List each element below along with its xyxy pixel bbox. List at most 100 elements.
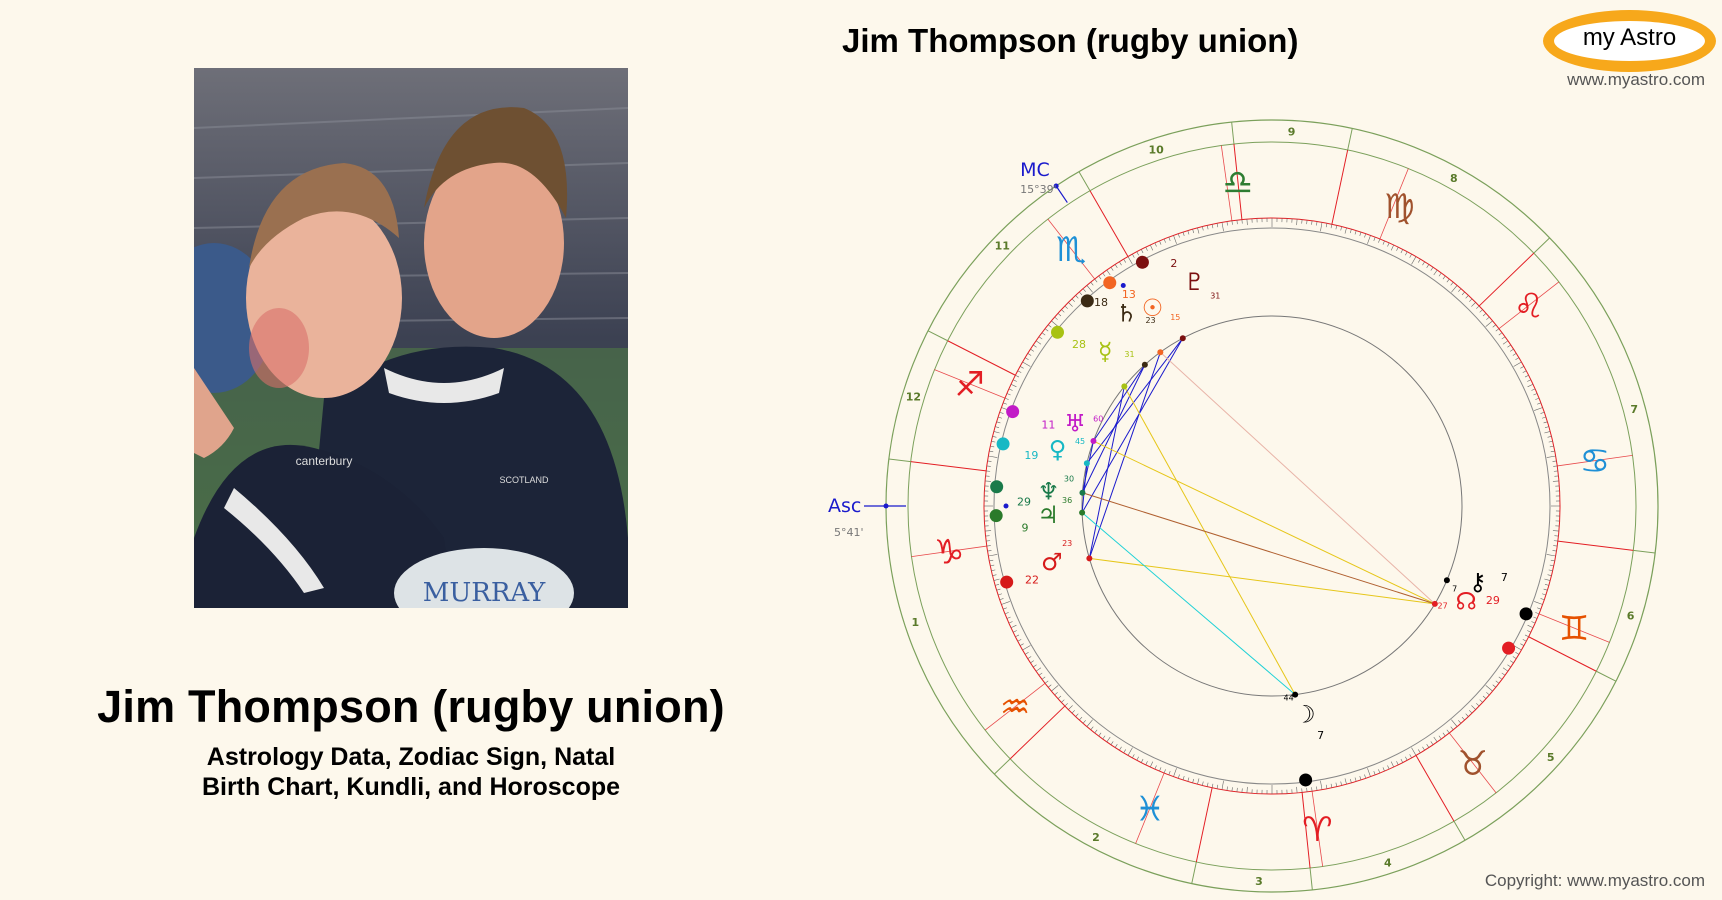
degree-tick	[1409, 754, 1412, 759]
degree-tick	[1471, 302, 1476, 307]
degree-tick	[1552, 460, 1557, 462]
degree-tick	[1206, 225, 1209, 230]
degree-tick	[1140, 758, 1144, 763]
sun-aspect-point	[1157, 349, 1164, 356]
degree-tick	[1482, 695, 1487, 699]
degree-tick	[1022, 645, 1031, 651]
degree-tick	[999, 411, 1004, 414]
degree-tick	[990, 564, 995, 567]
degree-tick	[1197, 227, 1200, 234]
degree-tick	[1507, 344, 1511, 348]
degree-tick	[989, 450, 994, 453]
sun-degree: 13	[1122, 288, 1136, 301]
degree-tick	[1173, 768, 1177, 777]
degree-tick	[993, 431, 1000, 434]
degree-tick	[1418, 749, 1421, 754]
degree-tick	[1438, 735, 1442, 740]
degree-tick	[1038, 336, 1043, 340]
degree-tick	[1027, 353, 1032, 356]
house-cusp-line-outer	[888, 458, 911, 463]
degree-tick	[990, 445, 995, 448]
moon-degree: 7	[1317, 729, 1324, 742]
house-cusp-line	[1557, 540, 1634, 551]
degree-tick	[1546, 554, 1556, 557]
degree-tick	[1086, 285, 1093, 293]
house-cusp-line-outer	[1453, 820, 1466, 841]
aspect-line	[1081, 337, 1184, 513]
aspect-line	[1086, 337, 1184, 464]
degree-tick	[1522, 370, 1527, 373]
degree-tick	[1079, 716, 1083, 721]
degree-tick	[1482, 313, 1487, 317]
mars-degree: 22	[1025, 573, 1039, 586]
north-node-icon: ☊	[1455, 588, 1476, 616]
degree-tick	[999, 598, 1004, 601]
degree-tick	[1527, 630, 1531, 633]
degree-tick	[1422, 746, 1425, 751]
degree-tick	[1548, 440, 1553, 443]
sun-icon: ☉	[1142, 294, 1164, 322]
site-url[interactable]: www.myastro.com	[1567, 70, 1705, 89]
degree-tick	[1495, 680, 1500, 684]
degree-tick	[1498, 332, 1503, 336]
degree-tick	[1512, 656, 1517, 659]
mercury-aspect-point	[1121, 383, 1128, 390]
cancer-sign-icon: ♋	[1580, 442, 1610, 482]
aspect-line	[1089, 557, 1435, 605]
aspect-line	[1081, 440, 1094, 493]
degree-tick	[1535, 612, 1540, 615]
degree-tick	[1373, 771, 1376, 775]
degree-tick	[1216, 784, 1219, 789]
moon-icon: ☽	[1294, 700, 1316, 728]
house-number-10: 10	[1148, 143, 1164, 156]
degree-tick	[1008, 621, 1013, 624]
degree-tick	[1373, 237, 1376, 241]
degree-tick	[1123, 749, 1126, 754]
degree-tick	[1513, 645, 1522, 651]
degree-tick	[993, 578, 1000, 581]
degree-tick	[1405, 251, 1408, 256]
sign-divider	[1220, 145, 1233, 221]
mars-marker	[1000, 575, 1014, 589]
degree-tick	[1296, 786, 1298, 793]
degree-tick	[1486, 692, 1490, 696]
pisces-sign-icon: ♓	[1135, 789, 1165, 829]
saturn-marker	[1080, 294, 1094, 308]
degree-tick	[995, 426, 1000, 429]
house-number-ring	[907, 141, 1637, 871]
degree-tick	[1231, 787, 1233, 792]
myastro-logo[interactable]: my Astro	[1543, 10, 1716, 72]
degree-tick	[1316, 786, 1318, 791]
degree-tick	[1057, 313, 1062, 317]
degree-tick	[1522, 639, 1527, 642]
degree-tick	[1430, 741, 1434, 745]
house-number-6: 6	[1627, 610, 1635, 623]
degree-tick	[1396, 761, 1399, 765]
sagittarius-sign-icon: ♐	[954, 365, 984, 405]
degree-tick	[1013, 379, 1017, 382]
degree-tick	[1492, 684, 1497, 688]
sign-divider	[1379, 168, 1409, 240]
north-node-degree: 29	[1486, 594, 1500, 607]
degree-tick	[992, 436, 997, 438]
degree-tick	[1038, 672, 1043, 676]
degree-tick	[1159, 767, 1162, 772]
mercury-minute: 31	[1124, 350, 1134, 359]
degree-tick	[1090, 281, 1094, 286]
house-cusp-line	[1233, 143, 1243, 220]
degree-tick	[1485, 685, 1493, 692]
degree-tick	[1019, 643, 1024, 646]
house-cusp-line-outer	[1191, 861, 1197, 884]
mars-minute: 23	[1062, 539, 1072, 548]
degree-tick	[1047, 324, 1052, 328]
house-cusp-line	[947, 340, 1016, 376]
aspect-line	[1082, 364, 1146, 493]
degree-tick	[1422, 261, 1425, 266]
degree-tick	[1311, 787, 1313, 792]
degree-tick	[1359, 776, 1362, 780]
jupiter-aspect-point	[1079, 509, 1086, 516]
degree-tick	[1330, 224, 1333, 229]
degree-tick	[995, 583, 1000, 586]
degree-tick	[996, 421, 1001, 424]
degree-tick	[1552, 480, 1559, 482]
